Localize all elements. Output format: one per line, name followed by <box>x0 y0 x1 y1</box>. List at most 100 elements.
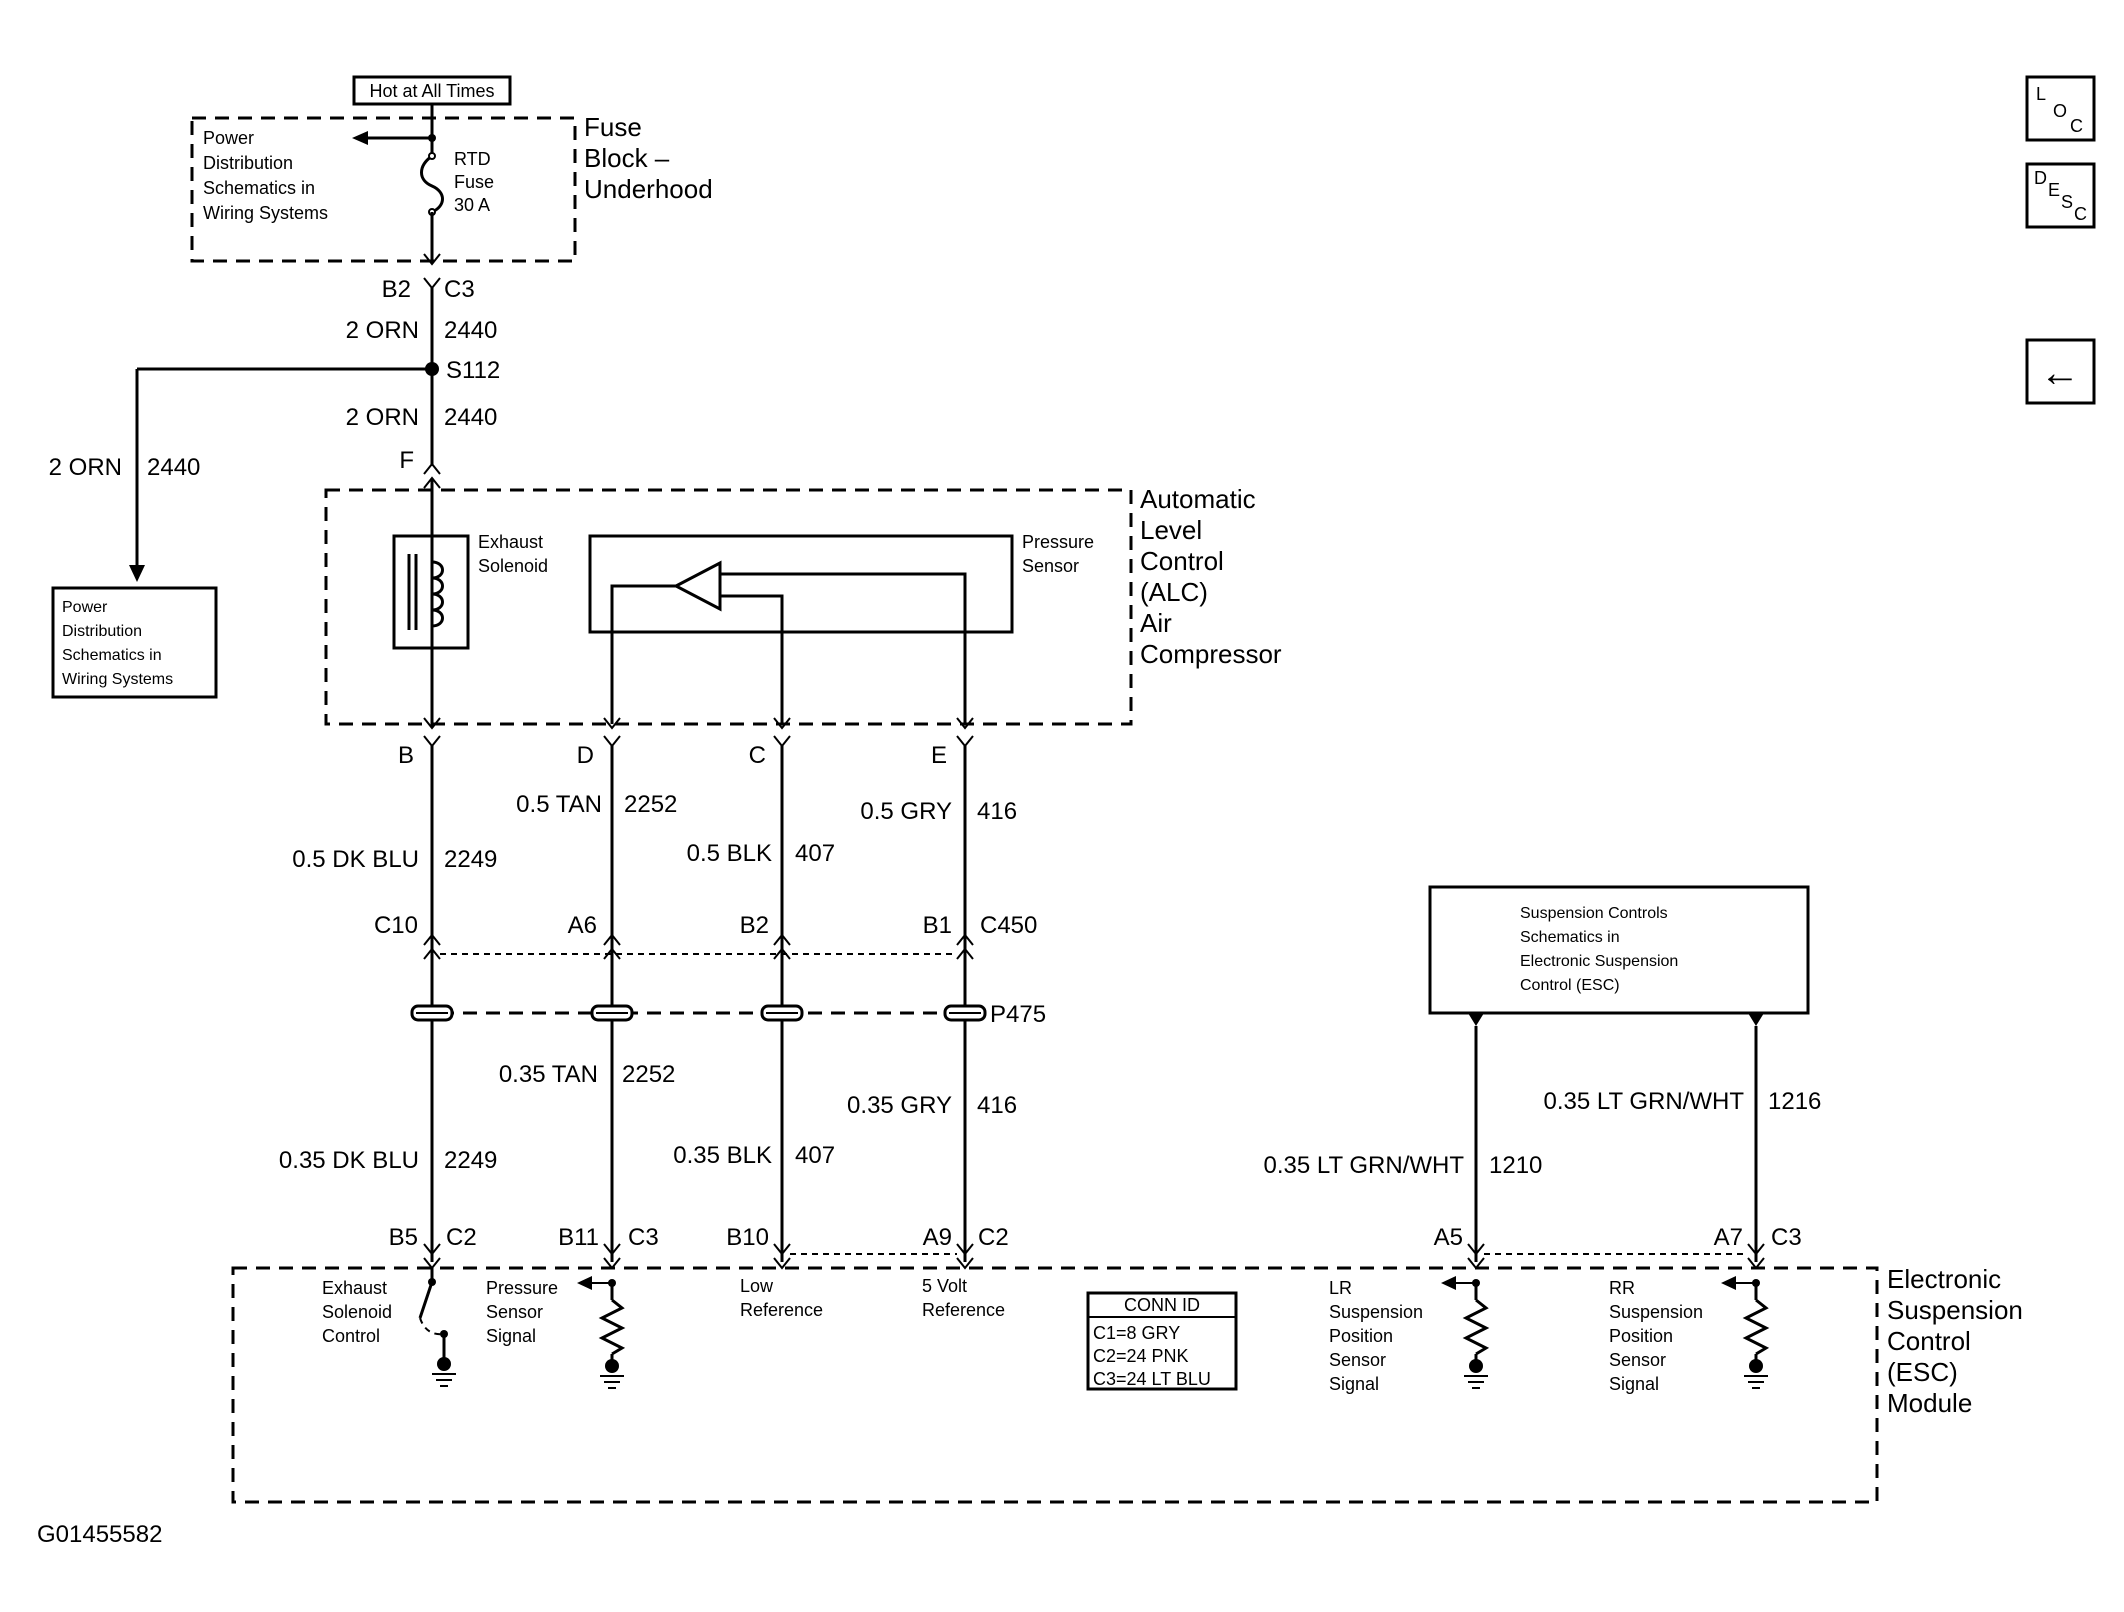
exhaust-control-label: Exhaust Solenoid Control <box>322 1278 392 1346</box>
svg-text:Control (ESC): Control (ESC) <box>1520 977 1620 994</box>
circuit-2252-label-b: 2252 <box>622 1061 675 1088</box>
svg-text:Control: Control <box>1140 546 1224 576</box>
pin-b-label: B <box>398 742 414 769</box>
esc-module-outline <box>231 1266 1879 1504</box>
conn-id-title: CONN ID <box>1124 1295 1200 1315</box>
circuit-416-label-a: 416 <box>977 798 1017 825</box>
suspension-controls-text: Suspension Controls Schematics in Electr… <box>1520 905 1678 994</box>
wire-05blk-label: 0.5 BLK <box>687 840 772 867</box>
svg-text:Suspension: Suspension <box>1609 1302 1703 1322</box>
esc-connector-symbols <box>423 1243 1765 1270</box>
connector-c3-symbol <box>423 277 441 290</box>
conn-id-table <box>1086 1291 1238 1391</box>
lr-signal-resistor <box>1441 1276 1490 1389</box>
power-distribution-note-small: Power Distribution Schematics in Wiring … <box>203 128 328 223</box>
svg-text:(ALC): (ALC) <box>1140 577 1208 607</box>
power-distribution-box-text: Power Distribution Schematics in Wiring … <box>62 599 173 688</box>
pin-a6-label: A6 <box>568 912 597 939</box>
circuit-1210-label: 1210 <box>1489 1152 1542 1179</box>
power-distribution-box <box>51 586 218 699</box>
conn-id-row-c3: C3=24 LT BLU <box>1093 1369 1211 1389</box>
wire-ltgrnwht-label-1216: 0.35 LT GRN/WHT <box>1544 1088 1745 1115</box>
svg-text:RR: RR <box>1609 1278 1635 1298</box>
sensor-amplifier-symbol <box>672 560 722 612</box>
pin-f-label: F <box>399 447 414 474</box>
svg-text:Distribution: Distribution <box>62 623 142 640</box>
connector-c450-label: C450 <box>980 912 1037 939</box>
svg-text:C: C <box>2070 116 2083 136</box>
pin-e-label: E <box>931 742 947 769</box>
figure-id-label: G01455582 <box>37 1521 162 1548</box>
pin-a7-label: A7 <box>1714 1224 1743 1251</box>
loc-button[interactable]: L O C <box>2025 75 2096 142</box>
passthrough-p475-symbol <box>410 1004 987 1022</box>
svg-text:Power: Power <box>62 599 108 616</box>
svg-text:Sensor: Sensor <box>486 1302 543 1322</box>
svg-text:Sensor: Sensor <box>1609 1350 1666 1370</box>
pin-b2-label: B2 <box>382 276 411 303</box>
rr-signal-label: RR Suspension Position Sensor Signal <box>1609 1278 1703 1394</box>
wire-2orn-label-1: 2 ORN <box>346 317 419 344</box>
lr-signal-label: LR Suspension Position Sensor Signal <box>1329 1278 1423 1394</box>
connector-c3-label-b: C3 <box>1771 1224 1802 1251</box>
conn-id-row-c1: C1=8 GRY <box>1093 1323 1180 1343</box>
exhaust-solenoid-label: Exhaust Solenoid <box>478 532 548 576</box>
svg-text:Power: Power <box>203 128 254 148</box>
conn-id-row-c2: C2=24 PNK <box>1093 1346 1189 1366</box>
branch-arrow-down <box>129 565 145 582</box>
svg-text:Electronic Suspension: Electronic Suspension <box>1520 953 1678 970</box>
svg-text:LR: LR <box>1329 1278 1352 1298</box>
circuit-2440-label-2: 2440 <box>444 404 497 431</box>
svg-text:Module: Module <box>1887 1388 1972 1418</box>
svg-text:Control: Control <box>1887 1326 1971 1356</box>
wire-035dkblu-label: 0.35 DK BLU <box>279 1147 419 1174</box>
pin-b2-c450-label: B2 <box>740 912 769 939</box>
svg-text:O: O <box>2053 101 2067 121</box>
svg-text:Schematics in: Schematics in <box>203 178 315 198</box>
fuse-block-outline <box>190 116 577 263</box>
pin-a9-label: A9 <box>923 1224 952 1251</box>
suspension-controls-box <box>1428 885 1810 1015</box>
svg-text:Low: Low <box>740 1276 774 1296</box>
connector-c2-label-b: C2 <box>978 1224 1009 1251</box>
svg-text:Signal: Signal <box>1609 1374 1659 1394</box>
wire-05dkblu-label: 0.5 DK BLU <box>292 846 419 873</box>
svg-text:Suspension Controls: Suspension Controls <box>1520 905 1668 922</box>
svg-text:Signal: Signal <box>486 1326 536 1346</box>
circuit-2440-label-left: 2440 <box>147 454 200 481</box>
alc-compressor-label: Automatic Level Control (ALC) Air Compre… <box>1140 484 1282 669</box>
wire-035gry-label: 0.35 GRY <box>847 1092 952 1119</box>
svg-text:Solenoid: Solenoid <box>478 556 548 576</box>
wire-2orn-label-left: 2 ORN <box>49 454 122 481</box>
connector-c2-label-a: C2 <box>446 1224 477 1251</box>
svg-text:E: E <box>2048 180 2060 200</box>
wire-ltgrnwht-label-1210: 0.35 LT GRN/WHT <box>1264 1152 1465 1179</box>
svg-text:30 A: 30 A <box>454 195 490 215</box>
circuit-416-label-b: 416 <box>977 1092 1017 1119</box>
svg-text:Level: Level <box>1140 515 1202 545</box>
pressure-signal-resistor <box>577 1276 626 1389</box>
back-button[interactable]: ← <box>2025 338 2096 405</box>
svg-text:Air: Air <box>1140 608 1172 638</box>
wire-035tan-label: 0.35 TAN <box>499 1061 598 1088</box>
svg-text:Pressure: Pressure <box>486 1278 558 1298</box>
svg-text:Schematics in: Schematics in <box>1520 929 1620 946</box>
svg-text:Reference: Reference <box>740 1300 823 1320</box>
svg-text:Control: Control <box>322 1326 380 1346</box>
low-reference-label: Low Reference <box>740 1276 823 1320</box>
svg-text:Sensor: Sensor <box>1329 1350 1386 1370</box>
pin-c10-label: C10 <box>374 912 418 939</box>
svg-text:Automatic: Automatic <box>1140 484 1256 514</box>
rtd-fuse-label: RTD Fuse 30 A <box>454 149 494 215</box>
svg-text:Suspension: Suspension <box>1329 1302 1423 1322</box>
svg-text:Signal: Signal <box>1329 1374 1379 1394</box>
desc-button[interactable]: D E S C <box>2025 162 2096 229</box>
rr-signal-resistor <box>1721 1276 1770 1389</box>
svg-text:Underhood: Underhood <box>584 174 713 204</box>
wire-2orn-label-2: 2 ORN <box>346 404 419 431</box>
svg-text:Exhaust: Exhaust <box>322 1278 387 1298</box>
svg-text:Pressure: Pressure <box>1022 532 1094 552</box>
circuit-2440-label-1: 2440 <box>444 317 497 344</box>
pd-branch-arrow <box>352 131 368 145</box>
